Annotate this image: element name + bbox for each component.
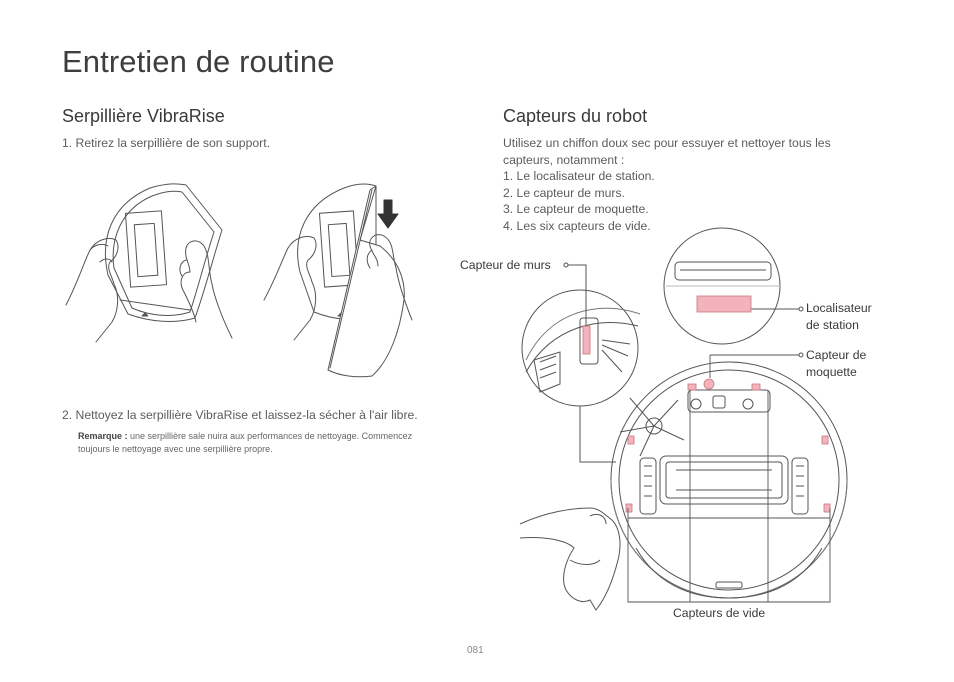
label-carpet-sensor-line-2: moquette [806, 365, 857, 379]
sensors-intro: Utilisez un chiffon doux sec pour essuye… [503, 135, 831, 235]
mop-heading: Serpillière VibraRise [62, 106, 225, 126]
sensor-item-2: 2. Le capteur de murs. [503, 185, 625, 200]
note-text-1: une serpillière sale nuira aux performan… [130, 431, 413, 441]
sensor-item-1: 1. Le localisateur de station. [503, 169, 655, 184]
label-wall-sensor: Capteur de murs [460, 258, 551, 272]
label-carpet-sensor: Capteur de moquette [806, 347, 866, 381]
label-cliff-sensors: Capteurs de vide [673, 606, 766, 620]
sensor-item-3: 3. Le capteur de moquette. [503, 202, 649, 217]
label-dock-locator-line-2: de station [806, 318, 859, 332]
label-dock-locator-line-1: Localisateur [806, 301, 872, 315]
page-title: Entretien de routine [62, 44, 335, 79]
mop-step-2: 2. Nettoyez la serpillière VibraRise et … [62, 408, 418, 422]
note-text-2: toujours le nettoyage avec une serpilliè… [78, 444, 273, 454]
sensors-heading: Capteurs du robot [503, 106, 648, 126]
mop-note: Remarque : une serpillière sale nuira au… [78, 430, 448, 456]
label-carpet-sensor-line-1: Capteur de [806, 348, 867, 362]
sensors-intro-line-2: capteurs, notamment : [503, 152, 625, 167]
sensor-item-4: 4. Les six capteurs de vide. [503, 218, 651, 233]
page-number: 081 [467, 645, 484, 656]
mop-step-1: 1. Retirez la serpillière de son support… [62, 136, 270, 150]
note-label: Remarque : [78, 431, 128, 441]
label-dock-locator: Localisateur de station [806, 300, 872, 334]
sensors-intro-line-1: Utilisez un chiffon doux sec pour essuye… [503, 136, 831, 150]
